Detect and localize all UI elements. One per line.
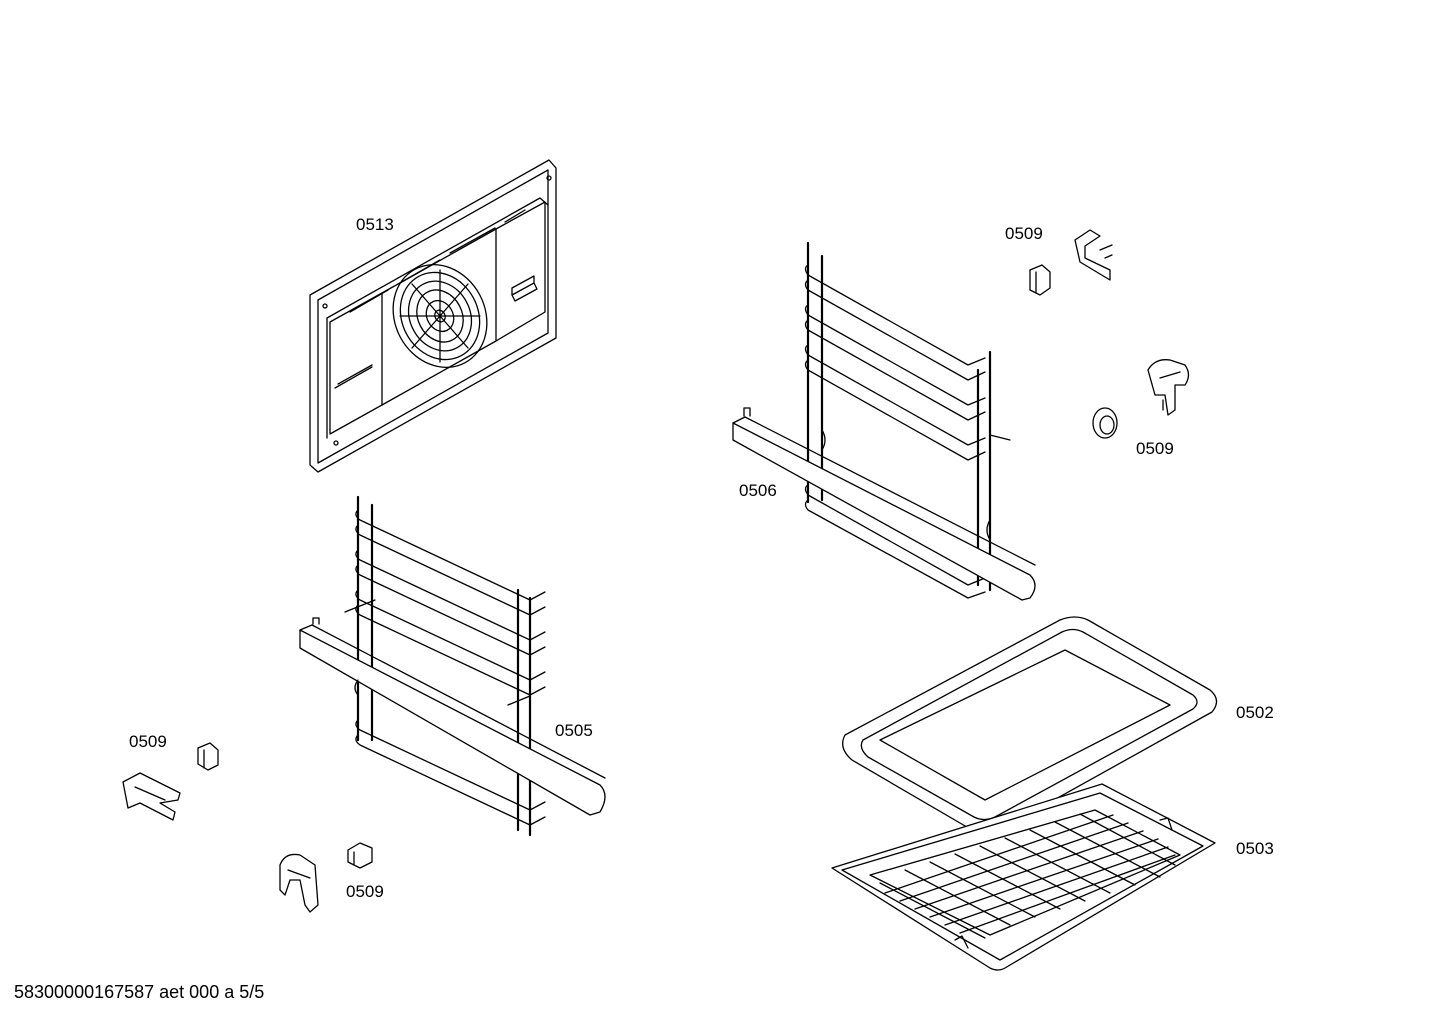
clip-mid-right-drawing xyxy=(1092,359,1190,439)
right-rail-drawing xyxy=(732,241,1036,601)
label-wire-rack: 0503 xyxy=(1236,839,1274,858)
clip-left-drawing xyxy=(122,742,219,821)
label-clip-top-right: 0509 xyxy=(1005,224,1043,243)
left-rail-drawing xyxy=(299,495,606,837)
label-right-rail: 0506 xyxy=(739,481,777,500)
baking-tray-drawing xyxy=(842,616,1218,834)
clip-bottom-drawing xyxy=(279,842,373,913)
wire-rack-drawing xyxy=(831,783,1216,971)
label-rear-panel: 0513 xyxy=(356,215,394,234)
label-clip-left: 0509 xyxy=(129,732,167,751)
document-footer: 58300000167587 aet 000 a 5/5 xyxy=(14,982,265,1002)
label-clip-mid-right: 0509 xyxy=(1136,439,1174,458)
label-left-rail: 0505 xyxy=(555,721,593,740)
label-clip-bottom: 0509 xyxy=(346,882,384,901)
label-baking-tray: 0502 xyxy=(1236,703,1274,722)
rear-panel-drawing xyxy=(309,159,557,473)
clip-top-right-drawing xyxy=(1029,229,1113,296)
